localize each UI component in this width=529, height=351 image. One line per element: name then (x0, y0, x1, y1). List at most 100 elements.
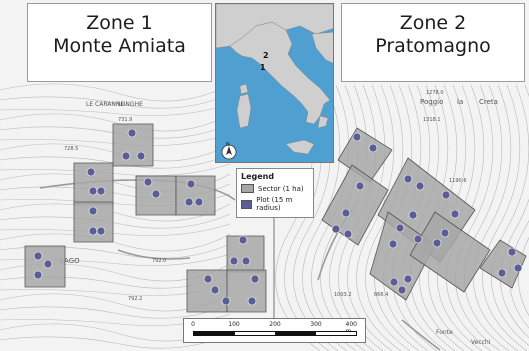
contour-line (356, 84, 402, 351)
plot-marker (88, 206, 98, 216)
plot-markers (33, 128, 523, 306)
plot-marker (397, 285, 407, 295)
zone2-title: Zone 2 (399, 12, 467, 34)
scale-seg-3 (275, 332, 316, 335)
plot-marker (331, 224, 341, 234)
plot-marker (88, 226, 98, 236)
contour-line (464, 84, 510, 351)
scale-tick-200: 200 (269, 321, 281, 328)
plot-marker (127, 128, 137, 138)
zone1-label: Zone 1 Monte Amiata (27, 3, 212, 82)
italy-inset-map: 2 1 N (215, 3, 334, 163)
contour-line (311, 84, 357, 351)
plot-marker (507, 247, 517, 257)
label-creta: Creta (479, 98, 498, 106)
contour-line (500, 84, 529, 338)
plot-marker (403, 274, 413, 284)
scale-tick-100: 100 (228, 321, 240, 328)
plot-marker (194, 197, 204, 207)
plot-marker (136, 151, 146, 161)
contour-line (0, 163, 231, 176)
scale-tick-300: 300 (310, 321, 322, 328)
plot-marker (403, 174, 413, 184)
contour-line (0, 213, 231, 229)
plot-marker (440, 228, 450, 238)
sector-legend-label: Sector (1 ha) (258, 184, 304, 193)
scale-seg-2 (234, 332, 275, 335)
legend-row-plot: Plot (15 m radius) (241, 196, 309, 212)
label-elev5: 1278.0 (426, 90, 444, 96)
sector-polygon (175, 175, 216, 216)
plot-marker (389, 277, 399, 287)
scale-bar: 0 100 200 300 400 m (183, 318, 366, 343)
label-elev6: 1318.1 (423, 117, 441, 123)
plot-marker (450, 209, 460, 219)
plot-marker (43, 259, 53, 269)
contour-line (0, 303, 231, 319)
label-vecchi: Vecchi (471, 339, 491, 346)
label-caranne: LE CARANNE (86, 101, 124, 108)
contour-line (0, 93, 231, 109)
contour-line (365, 84, 411, 351)
plot-marker (368, 143, 378, 153)
plot-marker (513, 263, 523, 273)
contour-line (455, 84, 501, 351)
plot-marker (229, 256, 239, 266)
zone1-title: Zone 1 (86, 12, 153, 34)
plot-marker (408, 210, 418, 220)
plot-marker (441, 190, 451, 200)
contour-line (491, 84, 529, 346)
contour-line (482, 84, 528, 351)
plot-marker (415, 181, 425, 191)
plot-marker (184, 197, 194, 207)
label-fonte: Fonte (436, 329, 453, 336)
plot-marker (413, 234, 423, 244)
plot-marker (250, 274, 260, 284)
plot-marker (33, 251, 43, 261)
scale-seg-1 (194, 332, 235, 335)
plot-marker (497, 268, 507, 278)
contour-line (302, 84, 348, 351)
contour-lines (0, 83, 529, 351)
plot-marker (186, 179, 196, 189)
plot-marker (395, 223, 405, 233)
label-poggio: Poggio (420, 98, 443, 106)
label-lago: LAGO (60, 257, 80, 265)
contour-line (473, 84, 519, 351)
label-elev9: 866.4 (374, 292, 388, 298)
inset-zone2-number: 2 (263, 51, 269, 60)
contour-line (518, 237, 529, 317)
plot-marker (86, 167, 96, 177)
zone2-label: Zone 2 Pratomagno (341, 3, 525, 82)
label-elev7: 1190.6 (449, 178, 467, 184)
contour-line (0, 223, 231, 236)
plot-marker (388, 239, 398, 249)
contour-line (509, 219, 529, 329)
zone1-name: Monte Amiata (53, 35, 186, 57)
label-lunghe: LUNGHE (118, 101, 143, 108)
legend-box: Legend Sector (1 ha) Plot (15 m radius) (236, 168, 314, 218)
plot-marker (247, 296, 257, 306)
plot-marker (238, 235, 248, 245)
label-elev2: 792.0 (152, 258, 166, 264)
plot-marker (88, 186, 98, 196)
contour-line (0, 203, 231, 222)
plot-marker (343, 229, 353, 239)
scale-tick-0: 0 (191, 321, 195, 328)
plot-marker (352, 132, 362, 142)
legend-title: Legend (241, 172, 275, 181)
inset-land (216, 4, 333, 155)
contour-line (0, 103, 231, 116)
inset-canvas: 2 1 N (216, 4, 333, 162)
label-elev3: 792.2 (128, 296, 142, 302)
plot-marker (121, 151, 131, 161)
plot-marker (143, 177, 153, 187)
map-text-labels: LE CARANNE LUNGHE LAGO 728.5 792.0 792.2… (60, 90, 498, 346)
scale-segments (193, 331, 357, 336)
plot-marker (203, 274, 213, 284)
contour-line (0, 333, 231, 349)
plot-marker (96, 186, 106, 196)
legend-row-sector: Sector (1 ha) (241, 184, 309, 193)
plot-swatch (241, 199, 253, 209)
